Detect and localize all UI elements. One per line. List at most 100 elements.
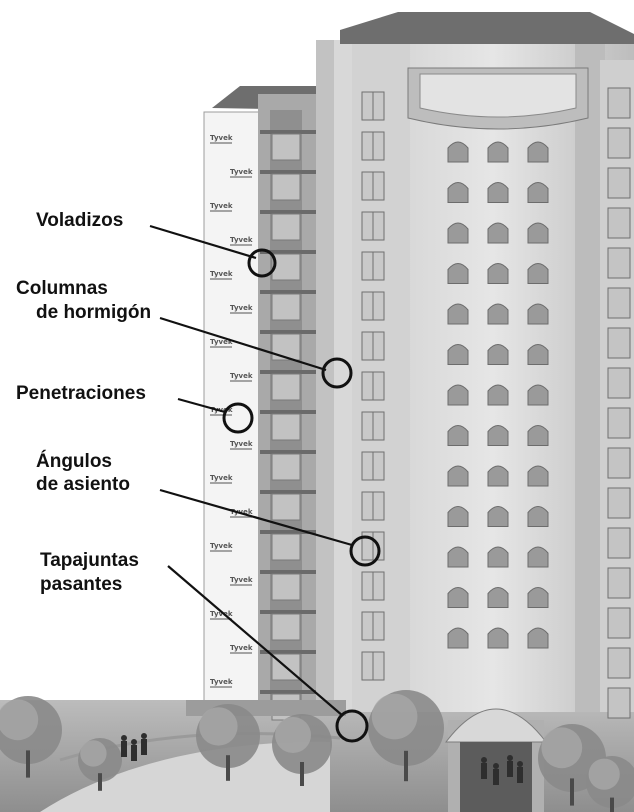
- balcony-slab: [260, 330, 332, 334]
- balcony-slab: [260, 570, 332, 574]
- arched-window: [447, 425, 469, 446]
- arched-window: [527, 465, 549, 487]
- callout-angulos-line2: de asiento: [36, 474, 130, 495]
- balcony-slab: [260, 170, 332, 174]
- arched-window: [527, 627, 549, 649]
- balcony-slab: [260, 290, 332, 294]
- arched-window: [487, 222, 509, 244]
- right-window: [607, 407, 631, 439]
- right-window: [607, 487, 631, 519]
- arched-window: [487, 384, 509, 406]
- main-tower: [340, 12, 634, 719]
- balcony-window: [271, 613, 301, 641]
- callout-tapajuntas: Tapajuntas pasantes: [40, 550, 369, 743]
- tree-trunk: [300, 762, 304, 786]
- person: [517, 761, 523, 767]
- arched-window: [447, 384, 469, 406]
- tyvek-logo: Tyvek: [210, 338, 233, 346]
- arched-windows: [447, 141, 549, 649]
- callout-columnas-line2: de hormigón: [36, 302, 151, 323]
- person: [493, 763, 499, 769]
- arched-window: [527, 506, 549, 527]
- balcony-slab: [260, 370, 332, 374]
- right-window: [607, 527, 631, 559]
- arched-window: [447, 627, 469, 649]
- balcony-window: [271, 493, 301, 521]
- tyvek-logo: Tyvek: [210, 678, 233, 686]
- callout-voladizos-label: Voladizos: [36, 210, 123, 231]
- callout-columnas-circle: [321, 357, 353, 389]
- callout-penetraciones-circle: [222, 402, 254, 434]
- right-window: [607, 287, 631, 319]
- callout-angulos-leader: [159, 488, 353, 547]
- right-window: [607, 687, 631, 719]
- arched-window: [447, 303, 469, 325]
- arched-window: [487, 344, 509, 365]
- balcony-slab: [260, 450, 332, 454]
- callout-angulos: Ángulos de asiento: [36, 450, 381, 567]
- people: [121, 733, 523, 785]
- callout-tapajuntas-circle: [335, 709, 369, 743]
- callout-penetraciones: Penetraciones: [16, 383, 254, 434]
- arched-window: [527, 141, 549, 163]
- arched-window: [487, 141, 509, 163]
- tree-trunk: [570, 778, 574, 806]
- callout-tapajuntas-leader: [167, 565, 344, 717]
- tree-trunk: [610, 797, 614, 812]
- tree-trunk: [226, 755, 230, 781]
- arched-window: [487, 587, 509, 608]
- balcony-window: [271, 533, 301, 561]
- callout-voladizos-leader: [149, 224, 257, 260]
- callout-columnas-line1: Columnas: [16, 278, 108, 299]
- right-window: [607, 367, 631, 399]
- arched-window: [487, 627, 509, 649]
- tyvek-logo: Tyvek: [230, 576, 253, 584]
- trees: [0, 690, 634, 812]
- tyvek-logo: Tyvek: [210, 202, 233, 210]
- arched-window: [487, 263, 509, 284]
- arched-window: [527, 425, 549, 446]
- tyvek-logo: Tyvek: [230, 304, 253, 312]
- tyvek-logo: Tyvek: [230, 372, 253, 380]
- arched-window: [487, 182, 509, 203]
- person: [121, 735, 127, 741]
- callout-columnas-leader: [159, 316, 327, 372]
- arched-window: [447, 587, 469, 608]
- tyvek-logo: Tyvek: [230, 440, 253, 448]
- balcony-slab: [260, 530, 332, 534]
- balcony-slab: [260, 250, 332, 254]
- arched-window: [447, 465, 469, 487]
- callout-penetraciones-leader: [177, 397, 226, 414]
- callout-columnas: Columnas de hormigón: [16, 278, 353, 389]
- callout-angulos-circle: [349, 535, 381, 567]
- balcony-window: [271, 293, 301, 321]
- balcony-slab: [260, 650, 332, 654]
- tree-trunk: [98, 773, 102, 791]
- arched-window: [527, 182, 549, 203]
- balcony-window: [271, 453, 301, 481]
- balcony-slab: [260, 130, 332, 134]
- arched-window: [487, 425, 509, 446]
- person: [507, 755, 513, 761]
- arched-window: [527, 263, 549, 284]
- right-windows: [607, 87, 631, 719]
- balcony-window: [271, 253, 301, 281]
- arched-window: [447, 344, 469, 365]
- arched-window: [447, 546, 469, 568]
- right-window: [607, 327, 631, 359]
- balcony-slab: [260, 210, 332, 214]
- arched-window: [527, 344, 549, 365]
- callout-angulos-line1: Ángulos: [36, 450, 112, 472]
- balcony-window: [271, 573, 301, 601]
- side-windows: [361, 91, 385, 681]
- right-window: [607, 447, 631, 479]
- tyvek-logo: Tyvek: [230, 168, 253, 176]
- callout-tapajuntas-line1: Tapajuntas: [40, 550, 139, 571]
- balcony-slab: [260, 610, 332, 614]
- right-window: [607, 567, 631, 599]
- right-window: [607, 127, 631, 159]
- tyvek-logo: Tyvek: [210, 474, 233, 482]
- arched-window: [447, 141, 469, 163]
- balcony-window: [271, 213, 301, 241]
